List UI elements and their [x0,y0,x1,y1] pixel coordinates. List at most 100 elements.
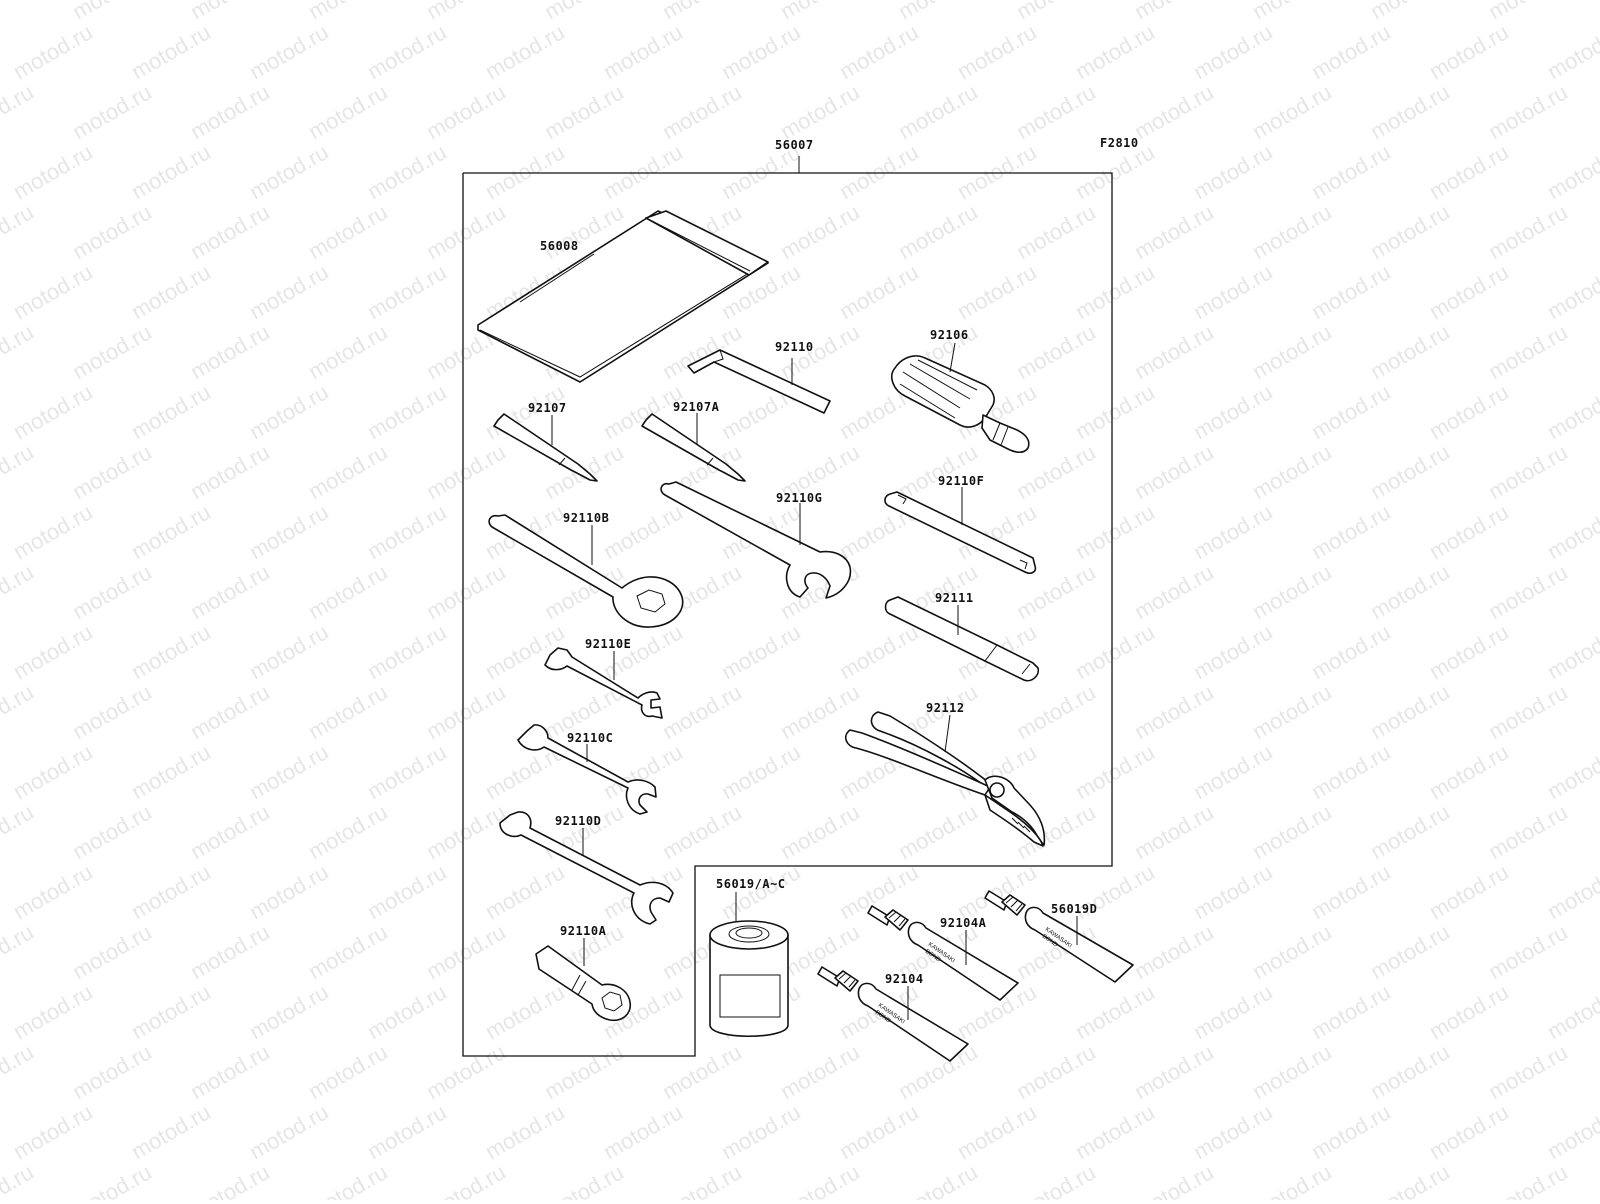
watermark-text: motod.ru [1366,919,1454,984]
figure-code: F2810 [1100,136,1139,150]
tool-bag-icon[interactable]: 56008 [477,210,769,383]
oil-can-icon[interactable]: 56019/A~C [709,877,789,1037]
watermark-text: motod.ru [304,559,392,624]
watermark-text: motod.ru [363,619,451,684]
watermark-text: motod.ru [127,259,215,324]
watermark-text: motod.ru [540,1039,628,1104]
watermark-text: motod.ru [1248,199,1336,264]
watermark-text: motod.ru [1189,619,1277,684]
watermark-text: motod.ru [1366,199,1454,264]
watermark-text: motod.ru [894,439,982,504]
watermark-text: motod.ru [304,79,392,144]
watermark-text: motod.ru [245,1099,333,1164]
double-open-wrench-icon[interactable]: 92110C [517,724,657,815]
watermark-text: motod.ru [1130,919,1218,984]
hex-key-icon[interactable]: 92110 [687,340,831,414]
watermark-text: motod.ru [481,979,569,1044]
spanner-icon[interactable]: 92110F [884,474,1037,574]
label-92112: 92112 [926,701,965,715]
watermark-text: motod.ru [1248,919,1336,984]
watermark-text: motod.ru [1543,979,1600,1044]
watermark-text: motod.ru [0,1039,38,1104]
watermark-text: motod.ru [127,19,215,84]
watermark-text: motod.ru [540,1159,628,1200]
watermark-text: motod.ru [68,1159,156,1200]
watermark-text: motod.ru [1307,379,1395,444]
bond-tube-icon[interactable]: KAWASAKI BOND 92104A [867,905,1019,1001]
watermark-text: motod.ru [0,799,38,864]
watermark-text: motod.ru [1484,799,1572,864]
watermark-text: motod.ru [894,79,982,144]
watermark-text: motod.ru [304,199,392,264]
screwdriver-bit-icon[interactable]: 92107 [493,401,598,482]
watermark-text: motod.ru [186,319,274,384]
watermark-text: motod.ru [1071,499,1159,564]
watermark-text: motod.ru [1189,19,1277,84]
extension-bar-icon[interactable]: 92111 [884,591,1040,682]
watermark-text: motod.ru [422,559,510,624]
watermark-text: motod.ru [1012,79,1100,144]
watermark-text: motod.ru [599,619,687,684]
label-92107: 92107 [528,401,567,415]
watermark-text: motod.ru [1248,1039,1336,1104]
watermark-text: motod.ru [0,199,38,264]
watermark-text: motod.ru [363,859,451,924]
pliers-icon[interactable]: 92112 [844,701,1046,847]
watermark-text: motod.ru [1307,259,1395,324]
watermark-text: motod.ru [835,19,923,84]
bond-tube-icon[interactable]: KAWASAKI BOND 56019D [984,890,1134,983]
watermark-text: motod.ru [1425,619,1513,684]
watermark-text: motod.ru [422,1039,510,1104]
watermark-text: motod.ru [658,799,746,864]
screwdriver-handle-icon[interactable]: 92106 [891,328,1030,454]
watermark-text: motod.ru [1248,1159,1336,1200]
watermark-text: motod.ru [1307,859,1395,924]
spark-plug-socket-icon[interactable]: 92110A [535,924,632,1022]
watermark-text: motod.ru [1012,1039,1100,1104]
watermark-text: motod.ru [1248,559,1336,624]
watermark-text: motod.ru [9,739,97,804]
watermark-text: motod.ru [1484,199,1572,264]
watermark-text: motod.ru [9,379,97,444]
watermark-text: motod.ru [245,19,333,84]
bond-tube-icon[interactable]: KAWASAKI BOND 92104 [817,966,969,1062]
watermark-text: motod.ru [1307,19,1395,84]
watermark-text: motod.ru [1307,619,1395,684]
watermark-text: motod.ru [776,799,864,864]
open-end-wrench-icon[interactable]: 92110G [660,481,852,599]
watermark-text: motod.ru [68,799,156,864]
double-open-wrench-icon[interactable]: 92110E [544,637,663,719]
watermark-text: motod.ru [363,1099,451,1164]
watermark-text: motod.ru [363,499,451,564]
watermark-text: motod.ru [953,139,1041,204]
ring-wrench-icon[interactable]: 92110B [488,511,684,628]
watermark-text: motod.ru [1366,679,1454,744]
watermark-text: motod.ru [481,139,569,204]
watermark-text: motod.ru [186,559,274,624]
watermark-text: motod.ru [953,259,1041,324]
screwdriver-bit-icon[interactable]: 92107A [641,400,746,482]
watermark-text: motod.ru [1366,799,1454,864]
watermark-text: motod.ru [1071,19,1159,84]
watermark-text: motod.ru [1366,1039,1454,1104]
watermark-text: motod.ru [953,19,1041,84]
watermark-text: motod.ru [1130,1159,1218,1200]
double-open-wrench-icon[interactable]: 92110D [499,811,674,925]
watermark-text: motod.ru [717,619,805,684]
watermark-text: motod.ru [1543,859,1600,924]
watermark-text: motod.ru [245,139,333,204]
watermark-text: motod.ru [1366,1159,1454,1200]
watermark-text: motod.ru [422,679,510,744]
watermark-text: motod.ru [9,259,97,324]
watermark-text: motod.ru [186,919,274,984]
label-92110: 92110 [775,340,814,354]
watermark-text: motod.ru [9,1099,97,1164]
watermark-text: motod.ru [599,19,687,84]
watermark-text: motod.ru [9,499,97,564]
watermark-text: motod.ru [1484,319,1572,384]
watermark-text: motod.ru [1425,259,1513,324]
watermark-text: motod.ru [1130,799,1218,864]
watermark-text: motod.ru [363,379,451,444]
watermark-text: motod.ru [717,739,805,804]
